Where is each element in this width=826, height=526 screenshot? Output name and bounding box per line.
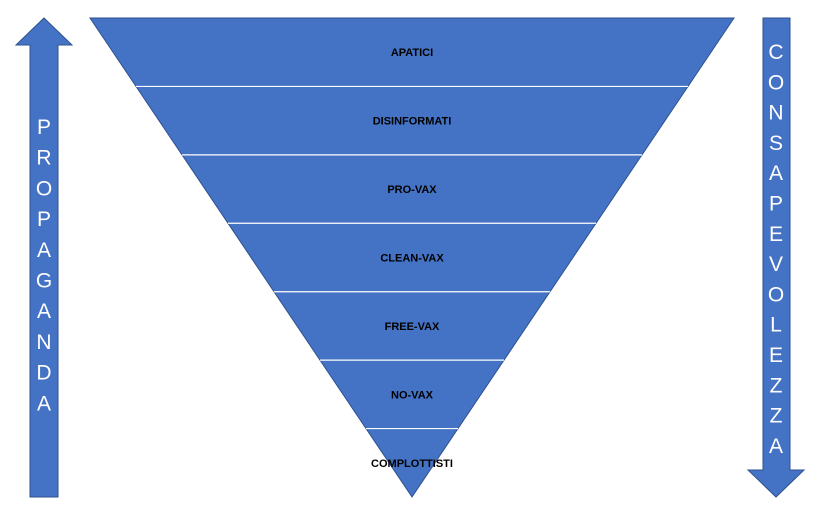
arrow-letter: O [768,71,784,94]
arrow-letter: O [36,177,52,200]
arrow-letter: A [769,162,783,185]
inverted-triangle [89,17,735,498]
arrow-letter: P [37,116,51,139]
arrow-letter: E [769,344,783,367]
layer-label: NO-VAX [391,389,434,401]
arrow-letter: A [769,435,783,458]
arrow-letter: O [768,283,784,306]
arrow-letter: S [769,132,783,155]
arrow-letter: E [769,223,783,246]
arrow-letter: P [37,208,51,231]
arrow-letter: C [768,41,783,64]
layer-label: CLEAN-VAX [380,253,444,265]
arrow-letter: N [36,331,51,354]
layer-label: FREE-VAX [385,321,440,333]
layer-label: APATICI [391,47,433,59]
up-arrow-icon [14,17,74,498]
arrow-letter: P [769,193,783,216]
down-arrow-icon [746,17,806,498]
inverted-pyramid: APATICI DISINFORMATI PRO-VAX CLEAN-VAX FREE-… [89,17,735,498]
arrow-letter: L [770,314,782,337]
arrow-letter: A [37,239,51,262]
arrow-letter: A [37,392,51,415]
arrow-letter: R [36,147,51,170]
arrow-letter: Z [770,405,783,428]
arrow-letter: Z [770,374,783,397]
arrow-letter: D [36,362,51,385]
layer-label: DISINFORMATI [373,116,452,128]
layer-label: PRO-VAX [387,184,437,196]
arrow-letter: N [768,102,783,125]
layer-separators [136,85,688,430]
layer-labels: APATICI DISINFORMATI PRO-VAX CLEAN-VAX FREE-… [371,47,453,470]
arrow-letter: G [36,270,52,293]
arrow-letter: V [769,253,783,276]
layer-label: COMPLOTTISTI [371,458,453,470]
arrow-letter: A [37,300,51,323]
